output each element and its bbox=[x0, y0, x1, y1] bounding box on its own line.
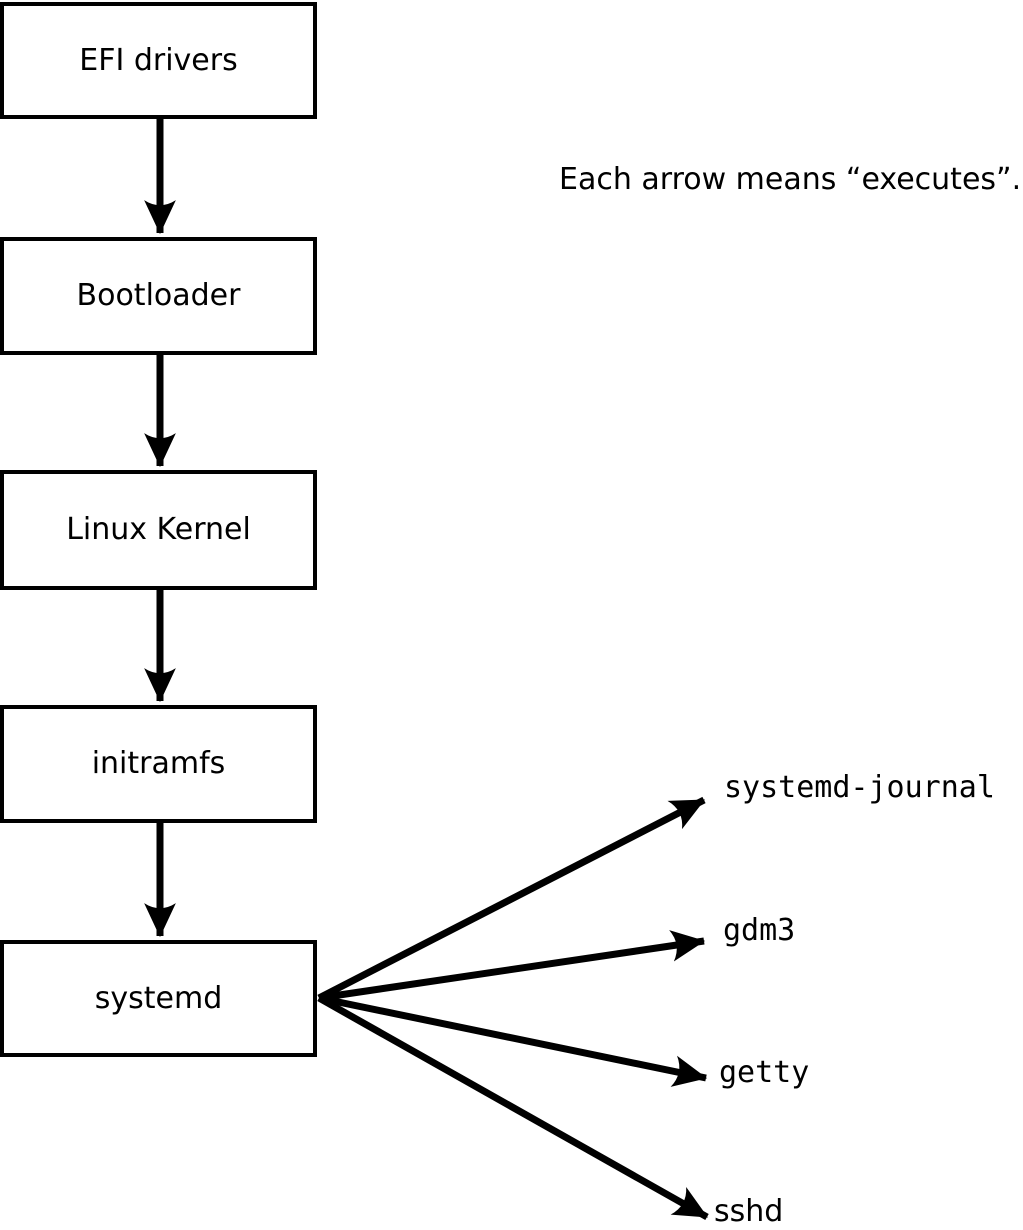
arrow-systemd-to-gdm3 bbox=[318, 930, 706, 1002]
node-efi-drivers-label: EFI drivers bbox=[79, 42, 238, 78]
node-efi-drivers: EFI drivers bbox=[0, 2, 317, 119]
label-systemd-journal: systemd-journal bbox=[724, 770, 995, 805]
node-bootloader: Bootloader bbox=[0, 237, 317, 355]
node-systemd: systemd bbox=[0, 940, 317, 1057]
node-linux-kernel-label: Linux Kernel bbox=[66, 512, 251, 547]
arrow-legend-note: Each arrow means “executes”. bbox=[559, 162, 1022, 197]
label-gdm3: gdm3 bbox=[723, 913, 796, 948]
node-bootloader-label: Bootloader bbox=[76, 278, 241, 313]
arrow-systemd-to-getty bbox=[318, 994, 708, 1087]
node-systemd-label: systemd bbox=[94, 980, 223, 1016]
label-sshd: sshd bbox=[714, 1194, 784, 1229]
node-linux-kernel: Linux Kernel bbox=[0, 470, 317, 590]
arrow-systemd-to-systemd-journal bbox=[317, 796, 706, 1002]
node-initramfs: initramfs bbox=[0, 705, 317, 823]
arrow-systemd-to-sshd bbox=[317, 994, 709, 1221]
node-initramfs-label: initramfs bbox=[91, 746, 226, 781]
label-getty: getty bbox=[719, 1055, 810, 1090]
